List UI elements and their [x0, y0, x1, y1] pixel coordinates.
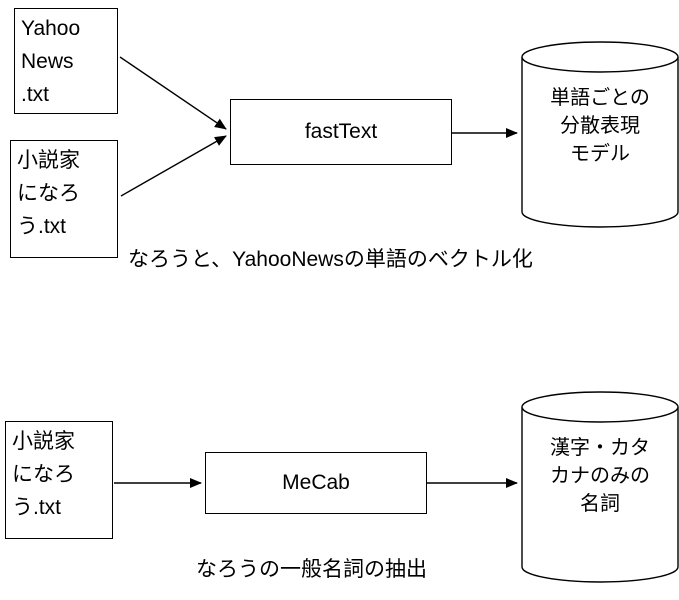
node-mecab: MeCab: [205, 452, 427, 514]
flow1-caption: なろうと、YahooNewsの単語のベクトル化: [128, 248, 533, 271]
nouns-cylinder: [521, 391, 679, 583]
node-narou-txt: 小説家 になろ う.txt: [10, 140, 118, 258]
arrow-yahoonews-to-fasttext: [119, 56, 227, 130]
flow1-connectors: [119, 56, 518, 197]
arrow-narou-to-fasttext: [120, 135, 227, 197]
word-vector-model-cylinder: [521, 41, 679, 228]
flow2-caption: なろうの一般名詞の抽出: [196, 558, 427, 581]
cylinder-top: [521, 391, 679, 423]
node-kanji-katakana-nouns-label: 漢字・カタ カナのみの 名詞: [550, 437, 650, 515]
node-fasttext: fastText: [230, 99, 452, 165]
cylinder-top: [521, 41, 679, 73]
cylinder-body: [521, 407, 679, 583]
node-yahoonews-txt: Yahoo News .txt: [14, 8, 118, 114]
node-narou-txt-2: 小説家 になろ う.txt: [5, 421, 113, 539]
cylinder-body: [521, 57, 679, 228]
node-word-vector-model-label: 単語ごとの 分散表現 モデル: [550, 87, 650, 165]
